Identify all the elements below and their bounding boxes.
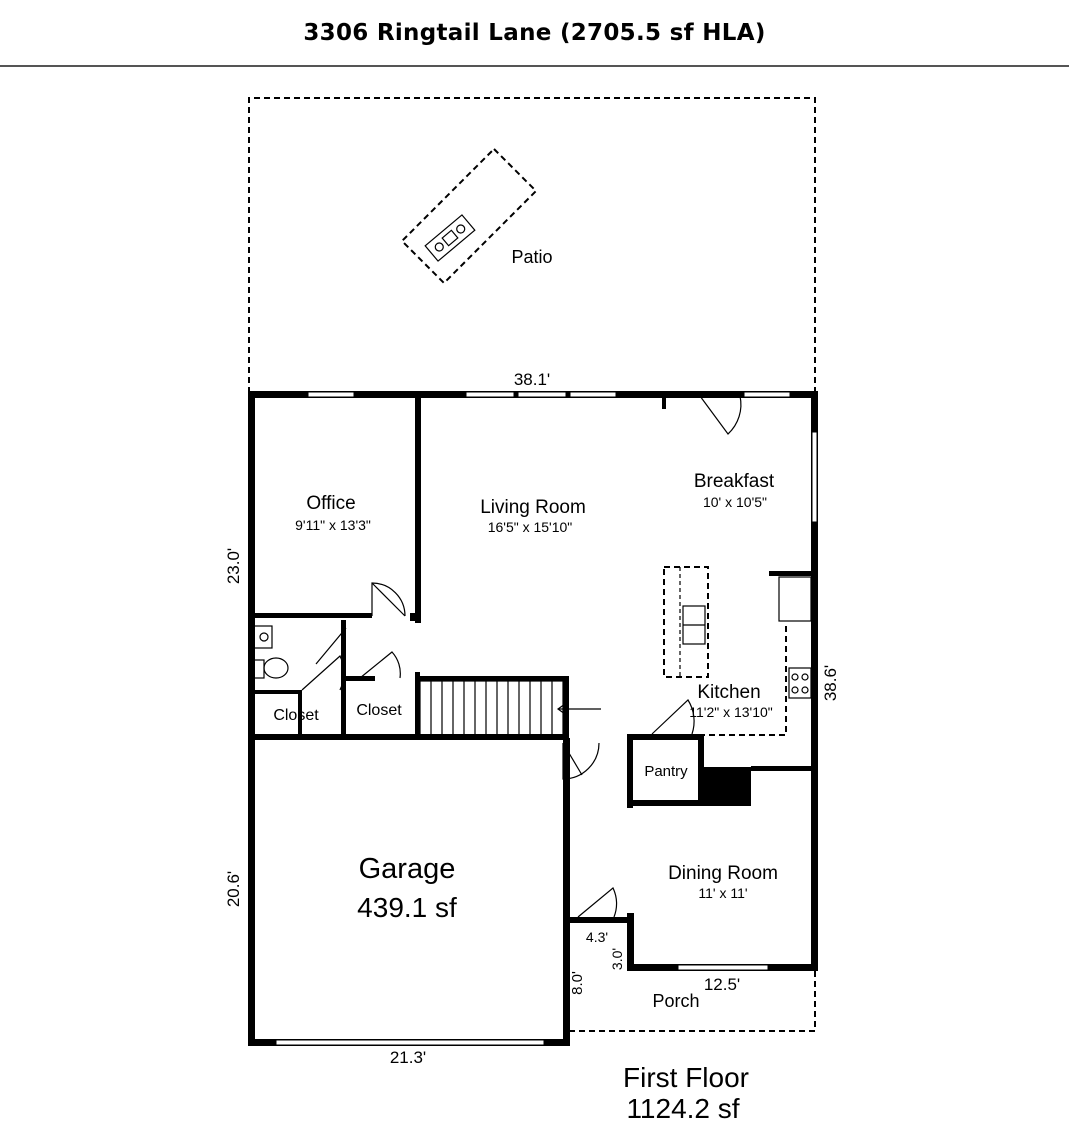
windows [275,391,818,1046]
kitchen-island [663,566,709,678]
page-title: 3306 Ringtail Lane (2705.5 sf HLA) [303,20,766,46]
dining-room-label: Dining Room [668,863,778,884]
bathroom-fixtures [253,625,289,679]
grill-icon [400,147,538,285]
garage-label: Garage [359,853,456,885]
floor-name: First Floor [623,1062,749,1093]
doors [301,395,742,918]
pantry-label: Pantry [644,763,688,780]
office-label: Office [306,493,355,514]
dimension-entry-width: 4.3' [586,929,608,945]
patio-area [248,97,816,393]
office-dims: 9'11" x 13'3" [295,517,371,533]
dimension-top: 38.1' [514,370,550,389]
kitchen-label: Kitchen [697,682,760,703]
closet-2-label: Closet [356,702,402,719]
living-room-label: Living Room [480,497,586,518]
kitchen-counters [700,576,812,736]
kitchen-dims: 11'2" x 13'10" [689,704,773,720]
breakfast-dims: 10' x 10'5" [703,494,767,510]
dimension-garage-width: 21.3' [390,1048,426,1067]
dimension-left-lower: 20.6' [224,871,243,907]
garage-area: 439.1 sf [357,892,457,923]
closet-1-label: Closet [273,707,319,724]
patio-label: Patio [511,247,552,267]
dimension-left-upper: 23.0' [224,548,243,584]
porch-label: Porch [652,991,699,1011]
dimension-entry-depth: 3.0' [609,948,625,970]
stairs [419,680,601,736]
breakfast-label: Breakfast [694,471,775,492]
title-divider [0,65,1069,67]
dimension-porch-width: 12.5' [704,975,740,994]
living-room-dims: 16'5" x 15'10" [488,519,573,535]
floor-area: 1124.2 sf [626,1093,739,1124]
dimension-right: 38.6' [821,665,840,701]
dining-room-dims: 11' x 11' [698,885,747,901]
dimension-porch-depth: 8.0' [569,971,586,995]
interior-walls [252,395,815,808]
porch-area [569,967,816,1032]
